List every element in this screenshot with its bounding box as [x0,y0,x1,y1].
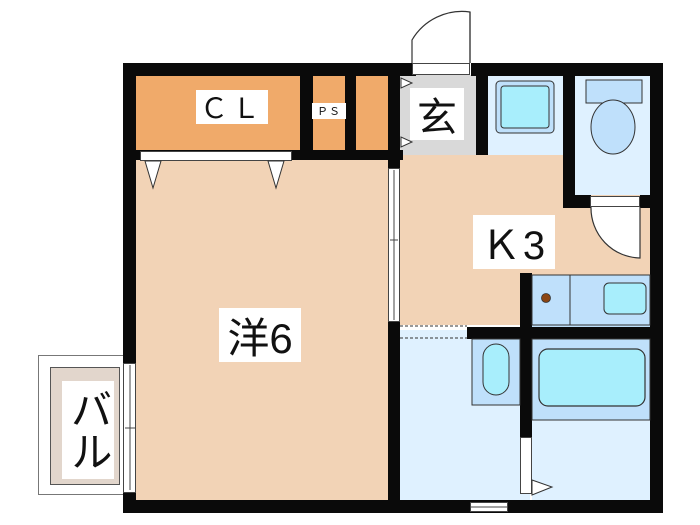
balcony-label: バル [62,381,114,479]
wall-entrance-right [476,63,488,155]
washbasin-icon [482,343,510,396]
entrance-label: 玄 [410,88,464,140]
stove-burner-icon [541,293,551,303]
western-room-label: 洋6 [219,308,301,362]
wall-closet-divider [300,63,313,158]
wall-ps-right [388,63,400,158]
wall-sink-right [563,63,575,208]
closet-door-marker-icon [144,160,162,190]
wall-left-upper [123,63,136,363]
wall-kitchen-counter-left [520,273,532,473]
closet-label: ＣＬ [196,90,268,124]
entrance-door-frame[interactable] [412,63,470,75]
wall-center-upper [388,150,400,170]
kitchen-label: Ｋ3 [473,215,555,269]
toilet-door-frame[interactable] [590,196,640,207]
wall-toilet-bottom [563,195,591,208]
toilet-bowl-icon [590,99,636,155]
entrance-door-swing-icon [411,10,471,63]
bathroom-door[interactable] [520,437,532,494]
closet-door-track[interactable] [140,151,292,161]
wall-ps-divider [345,63,356,158]
bathroom-door-marker-icon [531,479,554,496]
closet-door-marker-icon [267,160,285,190]
wall-toilet-bottom-r [640,195,655,208]
pipe-space-right [356,75,388,152]
wall-center-lower [388,320,400,510]
kitchen-sink-icon [603,282,647,315]
toilet-door-swing-icon [590,206,641,259]
wall-right [650,63,663,513]
pipe-space-label: ＰＳ [312,103,346,119]
wall-top [123,63,416,76]
bathtub-icon [538,348,646,407]
wall-bath-top [467,327,657,339]
